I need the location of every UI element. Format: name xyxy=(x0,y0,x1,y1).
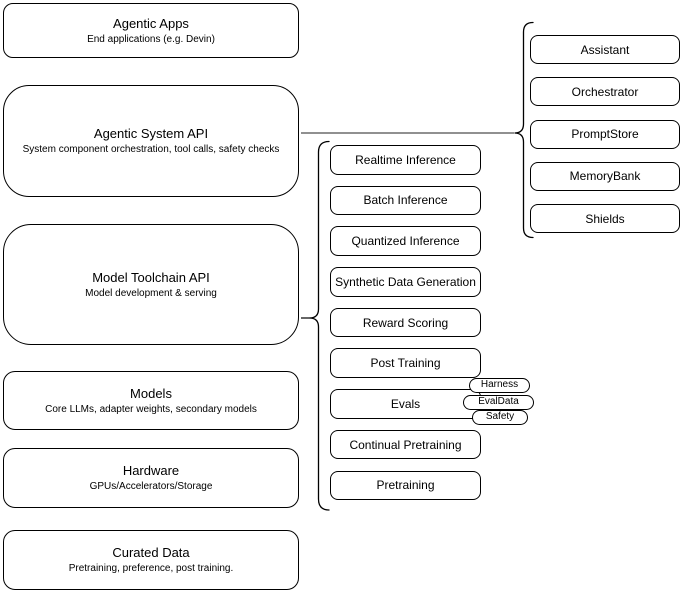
toolchain-item-batch-inference: Batch Inference xyxy=(330,185,481,216)
toolchain-item-quantized-inference: Quantized Inference xyxy=(330,226,481,256)
toolchain-item-continual-pretraining: Continual Pretraining xyxy=(330,429,481,460)
box-title: Agentic System API xyxy=(93,126,209,141)
component-orchestrator: Orchestrator xyxy=(530,77,680,107)
eval-tag-evaldata: EvalData xyxy=(463,394,534,410)
box-hardware: Hardware GPUs/Accelerators/Storage xyxy=(3,448,299,508)
toolchain-item-realtime-inference: Realtime Inference xyxy=(330,145,481,175)
box-title: Curated Data xyxy=(112,545,190,560)
box-title: Models xyxy=(130,385,172,401)
component-shields: Shields xyxy=(530,204,680,234)
eval-tag-harness: Harness xyxy=(469,378,530,393)
component-promptstore: PromptStore xyxy=(530,119,680,149)
box-title: Agentic Apps xyxy=(113,15,189,31)
toolchain-item-pretraining: Pretraining xyxy=(330,470,481,500)
box-subtitle: End applications (e.g. Devin) xyxy=(87,33,215,45)
toolchain-item-evals: Evals xyxy=(330,389,481,419)
box-curated-data: Curated Data Pretraining, preference, po… xyxy=(3,530,299,590)
toolchain-item-synthetic-data-generation: Synthetic Data Generation xyxy=(330,267,481,297)
eval-tag-safety: Safety xyxy=(472,410,528,425)
component-memorybank: MemoryBank xyxy=(530,161,680,191)
brace-toolchain-group xyxy=(309,140,330,511)
toolchain-item-post-training: Post Training xyxy=(330,348,481,378)
box-subtitle: System component orchestration, tool cal… xyxy=(22,144,280,155)
box-agentic-apps: Agentic Apps End applications (e.g. Devi… xyxy=(3,3,299,58)
box-model-toolchain-api: Model Toolchain API Model development & … xyxy=(3,224,299,345)
box-title: Model Toolchain API xyxy=(92,269,210,285)
box-subtitle: Pretraining, preference, post training. xyxy=(68,563,234,574)
box-subtitle: Model development & serving xyxy=(85,287,217,299)
system-components-group: Assistant Orchestrator PromptStore Memor… xyxy=(530,35,680,234)
box-subtitle: Core LLMs, adapter weights, secondary mo… xyxy=(45,403,257,415)
component-assistant: Assistant xyxy=(530,35,680,64)
toolchain-items-group: Realtime Inference Batch Inference Quant… xyxy=(330,145,481,500)
box-title: Hardware xyxy=(122,463,180,478)
box-agentic-system-api: Agentic System API System component orch… xyxy=(3,85,299,197)
box-models: Models Core LLMs, adapter weights, secon… xyxy=(3,371,299,430)
box-subtitle: GPUs/Accelerators/Storage xyxy=(89,481,213,492)
toolchain-item-reward-scoring: Reward Scoring xyxy=(330,307,481,338)
